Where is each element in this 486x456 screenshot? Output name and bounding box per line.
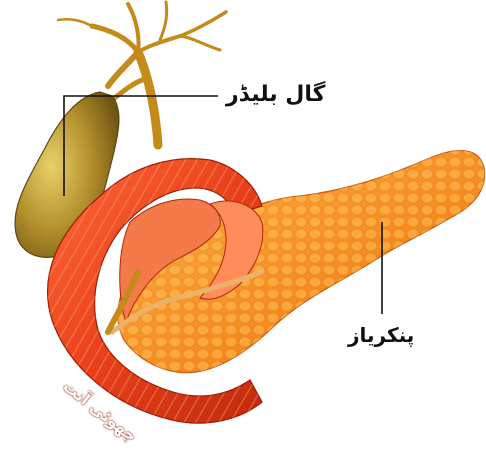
gallbladder-label: گال بلیڈر [226,84,325,106]
pancreas-label: پنکریاز [348,325,414,345]
